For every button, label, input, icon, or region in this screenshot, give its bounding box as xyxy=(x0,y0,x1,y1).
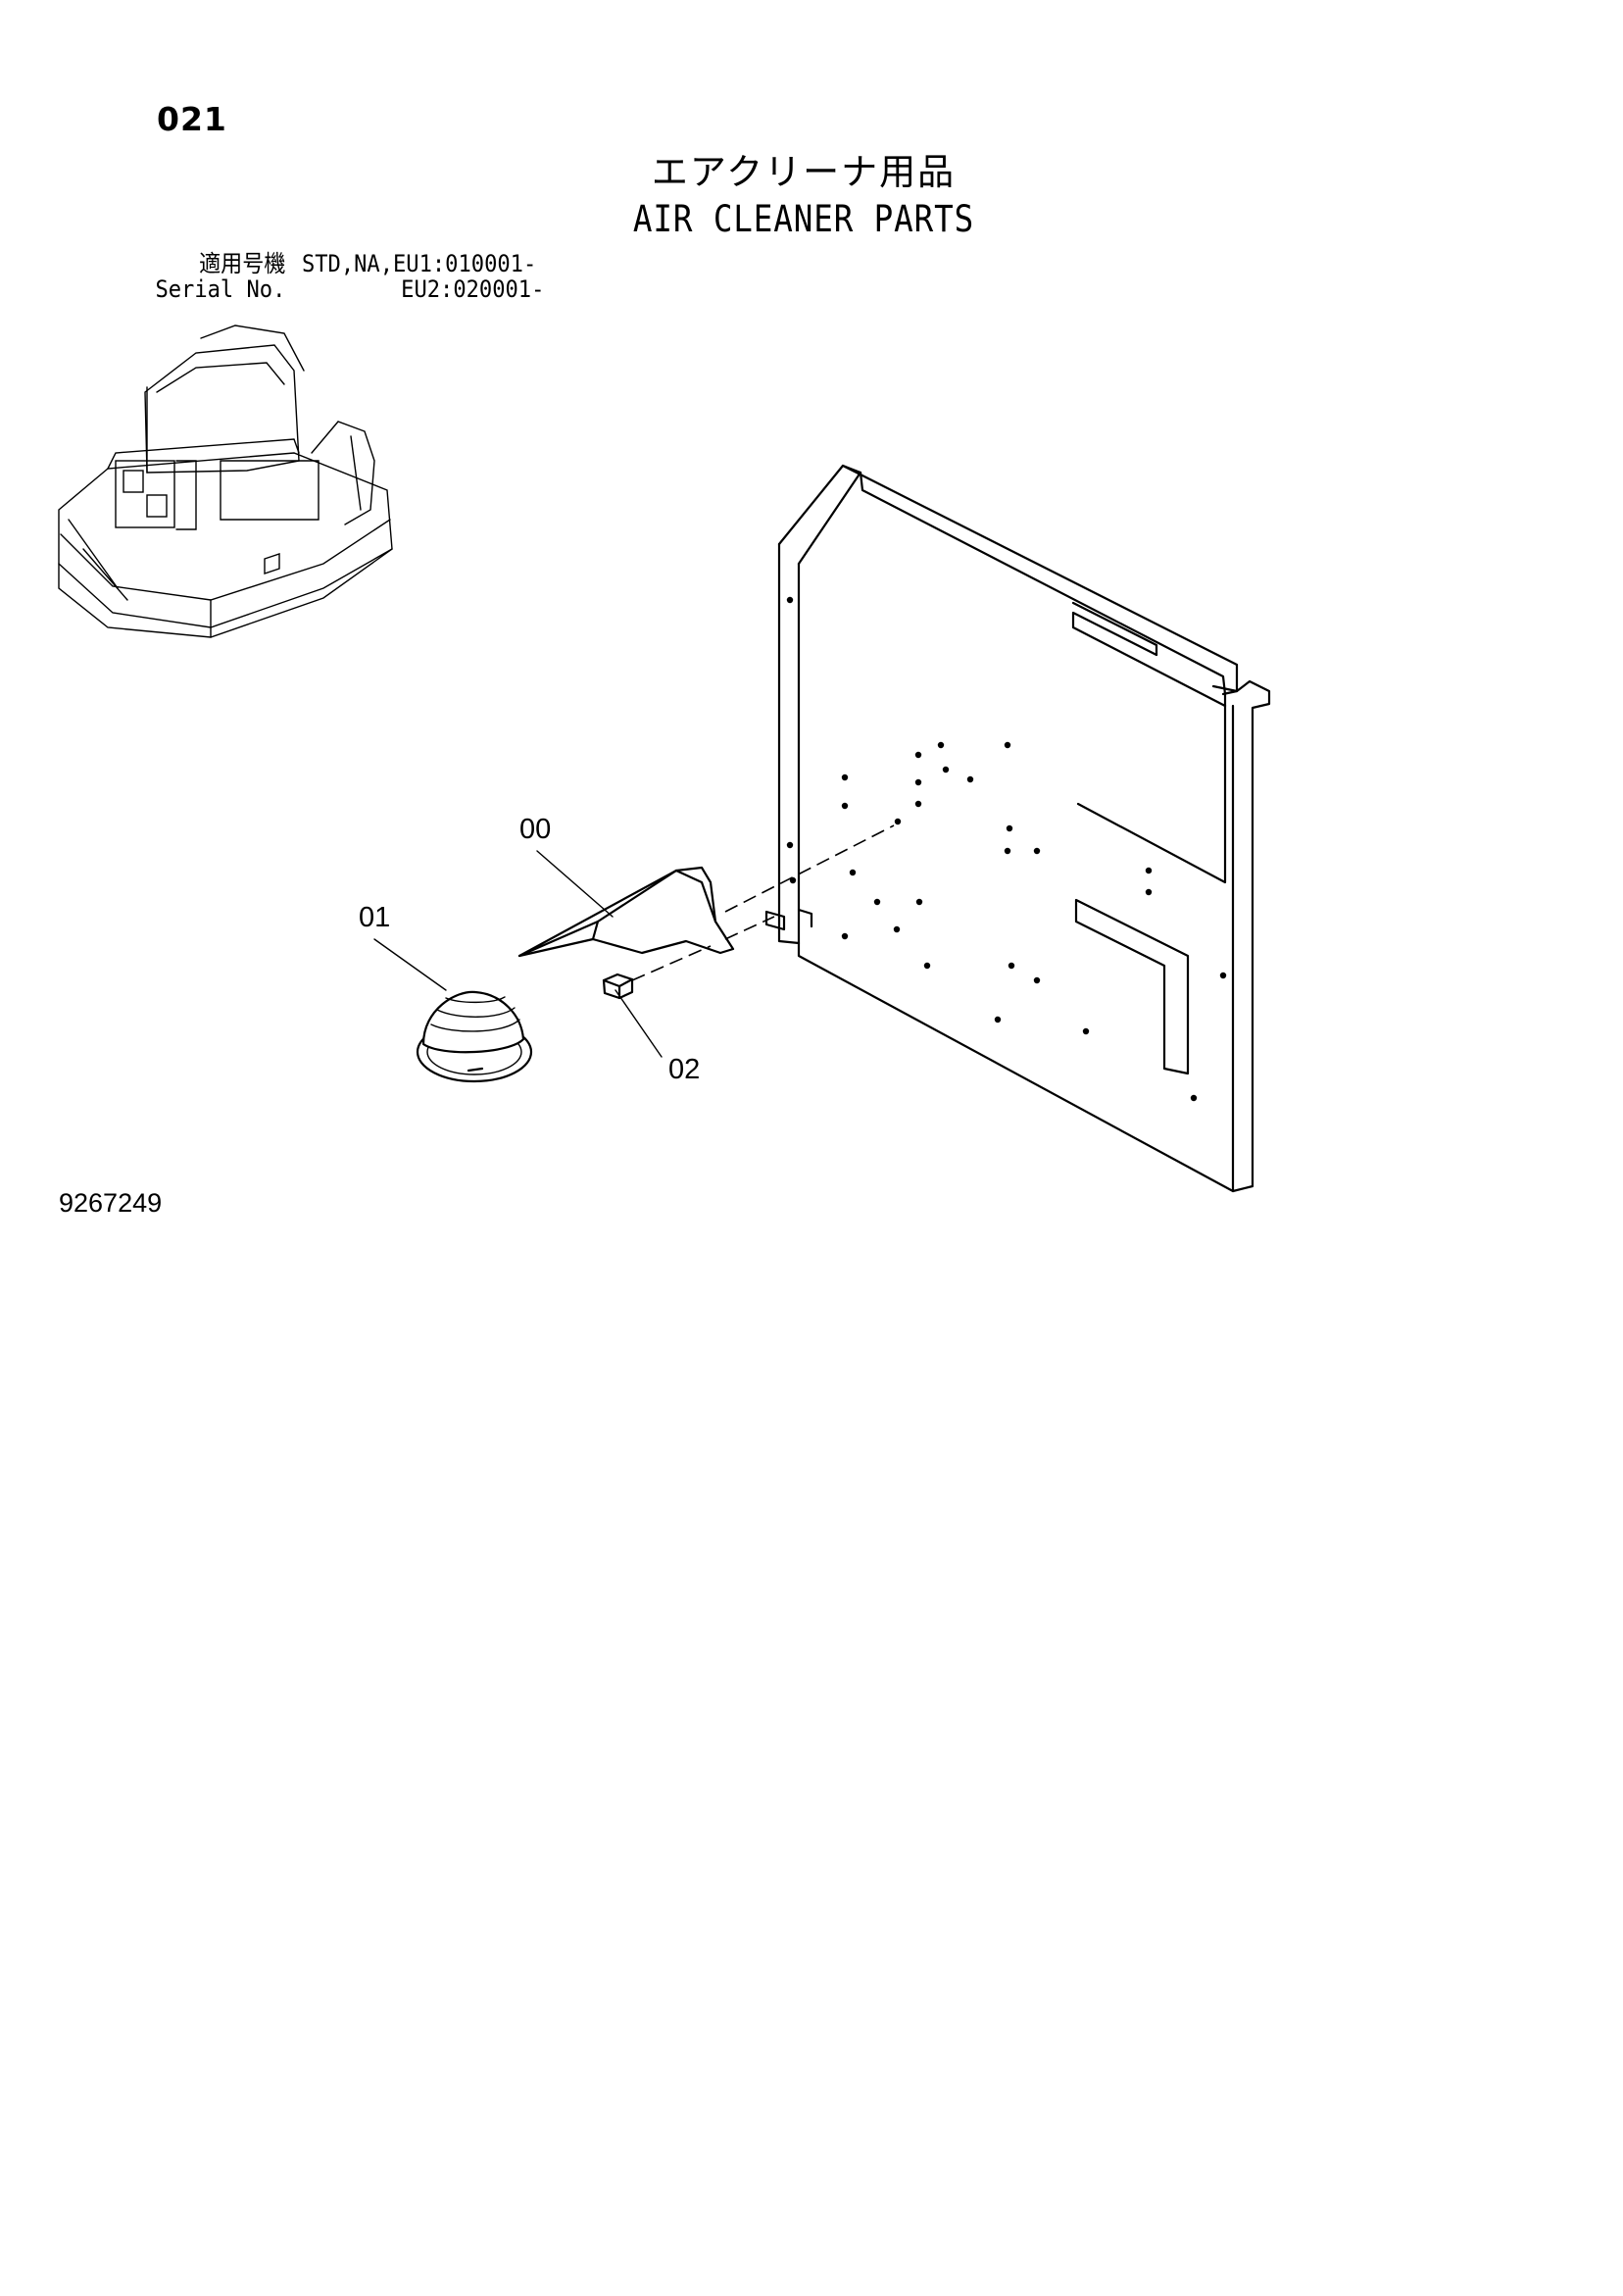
serial-label-japanese: 適用号機 xyxy=(199,250,286,277)
serial-row-1: 適用号機 STD,NA,EU1:010001- xyxy=(155,251,545,276)
callout-leaders xyxy=(373,850,663,1058)
callout-00: 00 xyxy=(519,814,552,845)
page-number: 021 xyxy=(157,100,227,138)
serial-row-2: Serial No. EU2:020001- xyxy=(155,276,545,302)
serial-label-english: Serial No. xyxy=(155,275,286,303)
machine-location-thumbnail xyxy=(58,324,393,638)
assembly-dashed-lines xyxy=(631,824,895,981)
mounting-panel xyxy=(764,464,1271,1193)
page-title-english: AIR CLEANER PARTS xyxy=(632,198,975,240)
air-cleaner-cap-part xyxy=(416,990,533,1083)
title-block: エアクリーナ用品 AIR CLEANER PARTS xyxy=(549,149,1058,243)
callout-01: 01 xyxy=(359,902,391,933)
serial-value-2: EU2:020001- xyxy=(401,275,545,303)
drawing-code: 9267249 xyxy=(59,1188,163,1218)
air-cleaner-bracket xyxy=(517,866,735,958)
serial-applicability: 適用号機 STD,NA,EU1:010001- Serial No. EU2:0… xyxy=(155,251,545,302)
callout-02: 02 xyxy=(668,1054,701,1085)
page-title-japanese: エアクリーナ用品 xyxy=(651,151,957,193)
bolt-part xyxy=(602,973,634,1000)
serial-value-1: STD,NA,EU1:010001- xyxy=(301,250,537,277)
